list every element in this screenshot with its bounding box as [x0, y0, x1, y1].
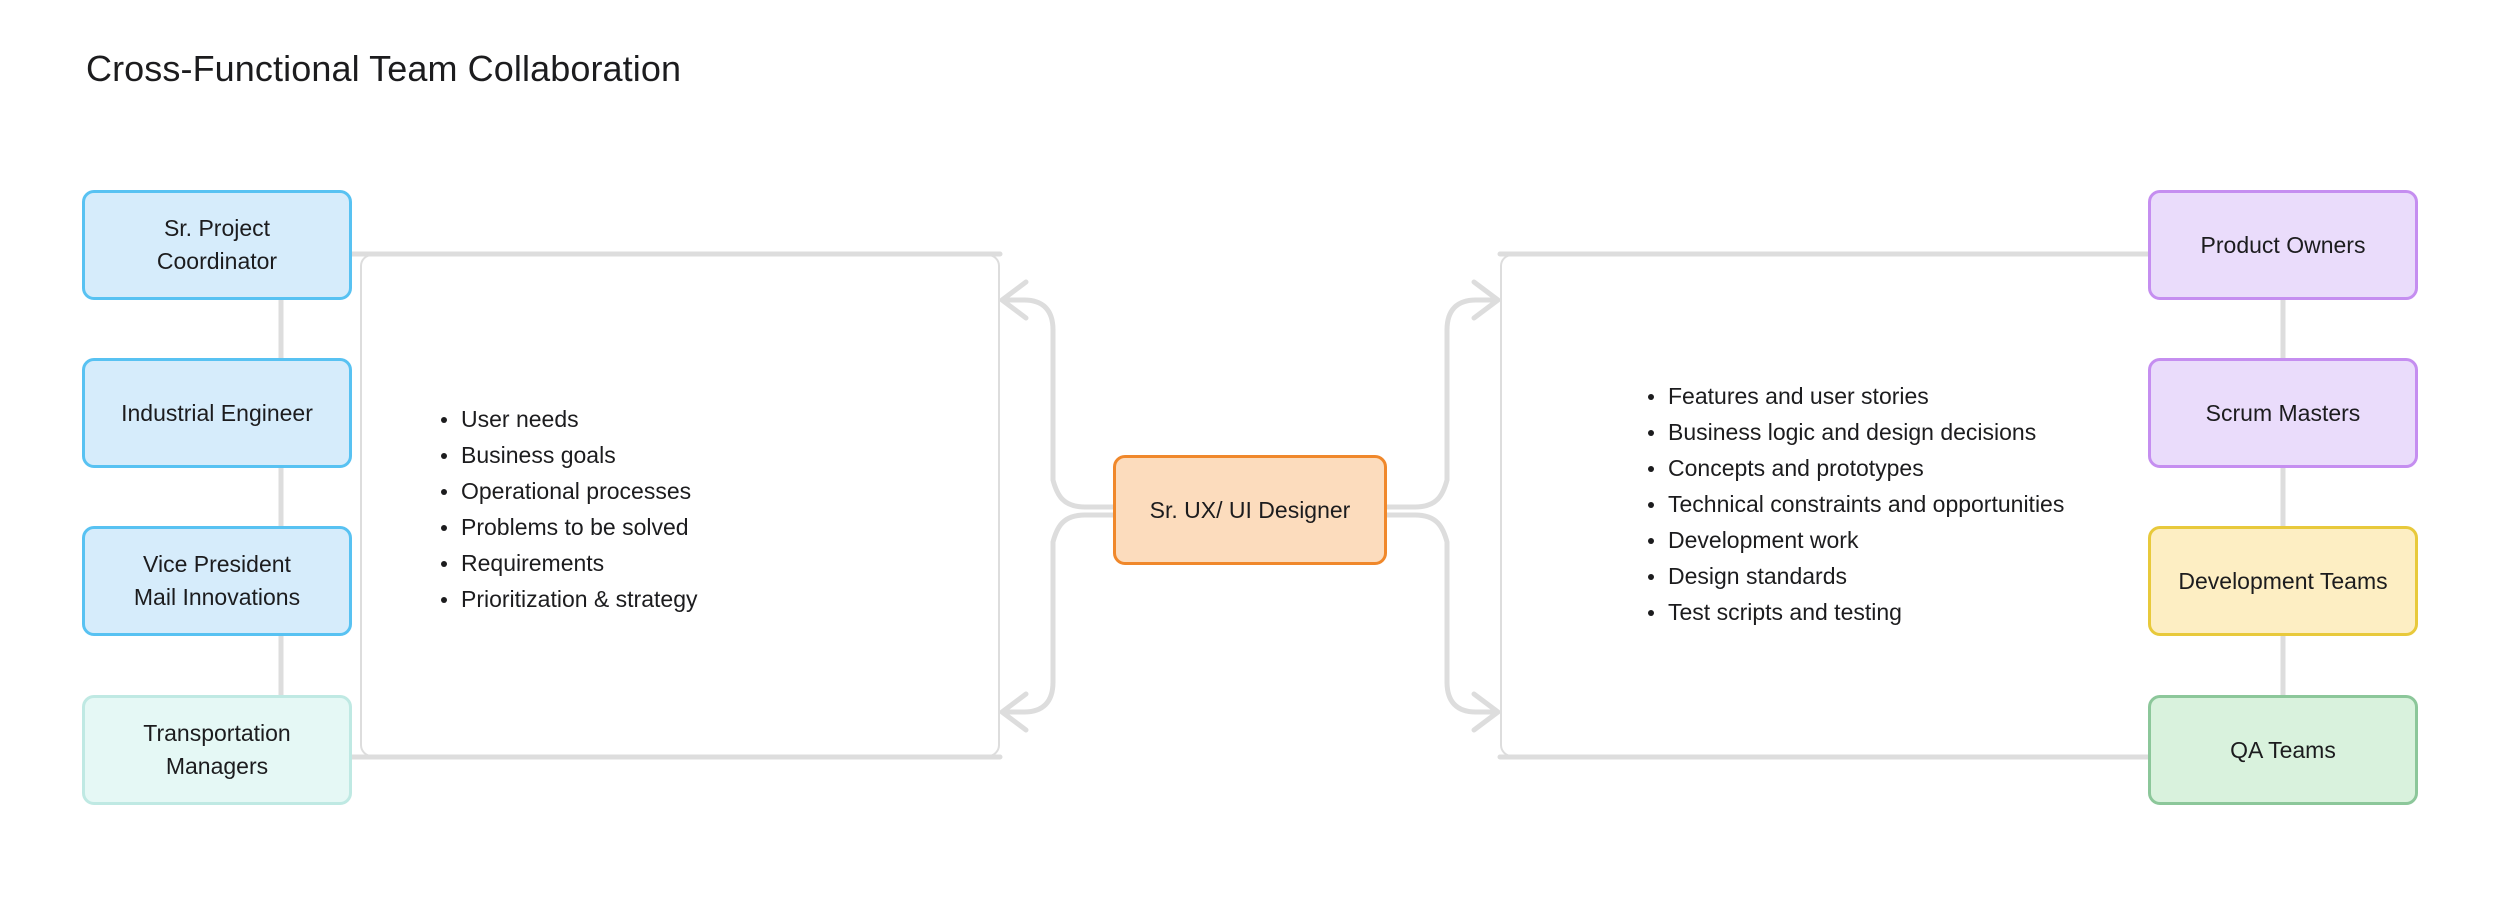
center-to-right-lower-wire: [1384, 512, 1500, 715]
list-item: Technical constraints and opportunities: [1647, 491, 2065, 517]
center-to-left-lower-wire: [1000, 512, 1116, 715]
list-item: Concepts and prototypes: [1647, 457, 2064, 480]
center-to-left-upper-wire: [1000, 297, 1116, 510]
list-item: Requirements: [440, 552, 697, 575]
center-to-right-upper-wire: [1384, 297, 1500, 510]
page-title: Cross-Functional Team Collaboration: [86, 48, 682, 89]
arrowhead-left-upper: [999, 279, 1029, 321]
node-label: Sr. UX/ UI Designer: [1149, 496, 1351, 523]
list-item: Development work: [1647, 529, 2064, 552]
node-industrial-engineer[interactable]: Industrial Engineer: [82, 358, 352, 468]
node-transportation-managers[interactable]: Transportation Managers: [82, 695, 352, 805]
list-item: Prioritization & strategy: [440, 586, 698, 612]
right-group-bullet-list: Features and user stories Business logic…: [1642, 385, 2064, 624]
node-development-teams[interactable]: Development Teams: [2148, 526, 2418, 636]
node-label: Industrial Engineer: [121, 399, 313, 426]
right-group-container: [1500, 254, 2283, 757]
left-group-container: [360, 254, 1000, 757]
list-item: Features and user stories: [1647, 385, 2064, 408]
node-product-owners[interactable]: Product Owners: [2148, 190, 2418, 300]
node-label: Development Teams: [2178, 567, 2388, 594]
arrowhead-right-lower: [1471, 691, 1501, 733]
list-item: Problems to be solved: [440, 516, 697, 539]
list-item: Design standards: [1647, 565, 2064, 588]
node-label: Scrum Masters: [2205, 399, 2361, 426]
list-item: User needs: [440, 408, 697, 431]
arrowhead-right-upper: [1471, 279, 1501, 321]
node-vice-president-mail-innovations[interactable]: Vice President Mail Innovations: [82, 526, 352, 636]
arrowhead-left-lower: [999, 691, 1029, 733]
node-label: Transportation Managers: [143, 720, 291, 779]
node-sr-ux-ui-designer[interactable]: Sr. UX/ UI Designer: [1113, 455, 1387, 565]
list-item: Test scripts and testing: [1647, 601, 2064, 624]
left-group-bullet-list: User needs Business goals Operational pr…: [435, 408, 697, 611]
node-label: QA Teams: [2230, 736, 2336, 763]
node-scrum-masters[interactable]: Scrum Masters: [2148, 358, 2418, 468]
list-item: Operational processes: [440, 480, 697, 503]
node-qa-teams[interactable]: QA Teams: [2148, 695, 2418, 805]
list-item: Business goals: [440, 444, 697, 467]
node-sr-project-coordinator[interactable]: Sr. Project Coordinator: [82, 190, 352, 300]
node-label: Sr. Project Coordinator: [156, 215, 278, 274]
node-label: Product Owners: [2200, 231, 2366, 258]
list-item: Business logic and design decisions: [1647, 421, 2064, 444]
node-label: Vice President Mail Innovations: [133, 551, 301, 610]
